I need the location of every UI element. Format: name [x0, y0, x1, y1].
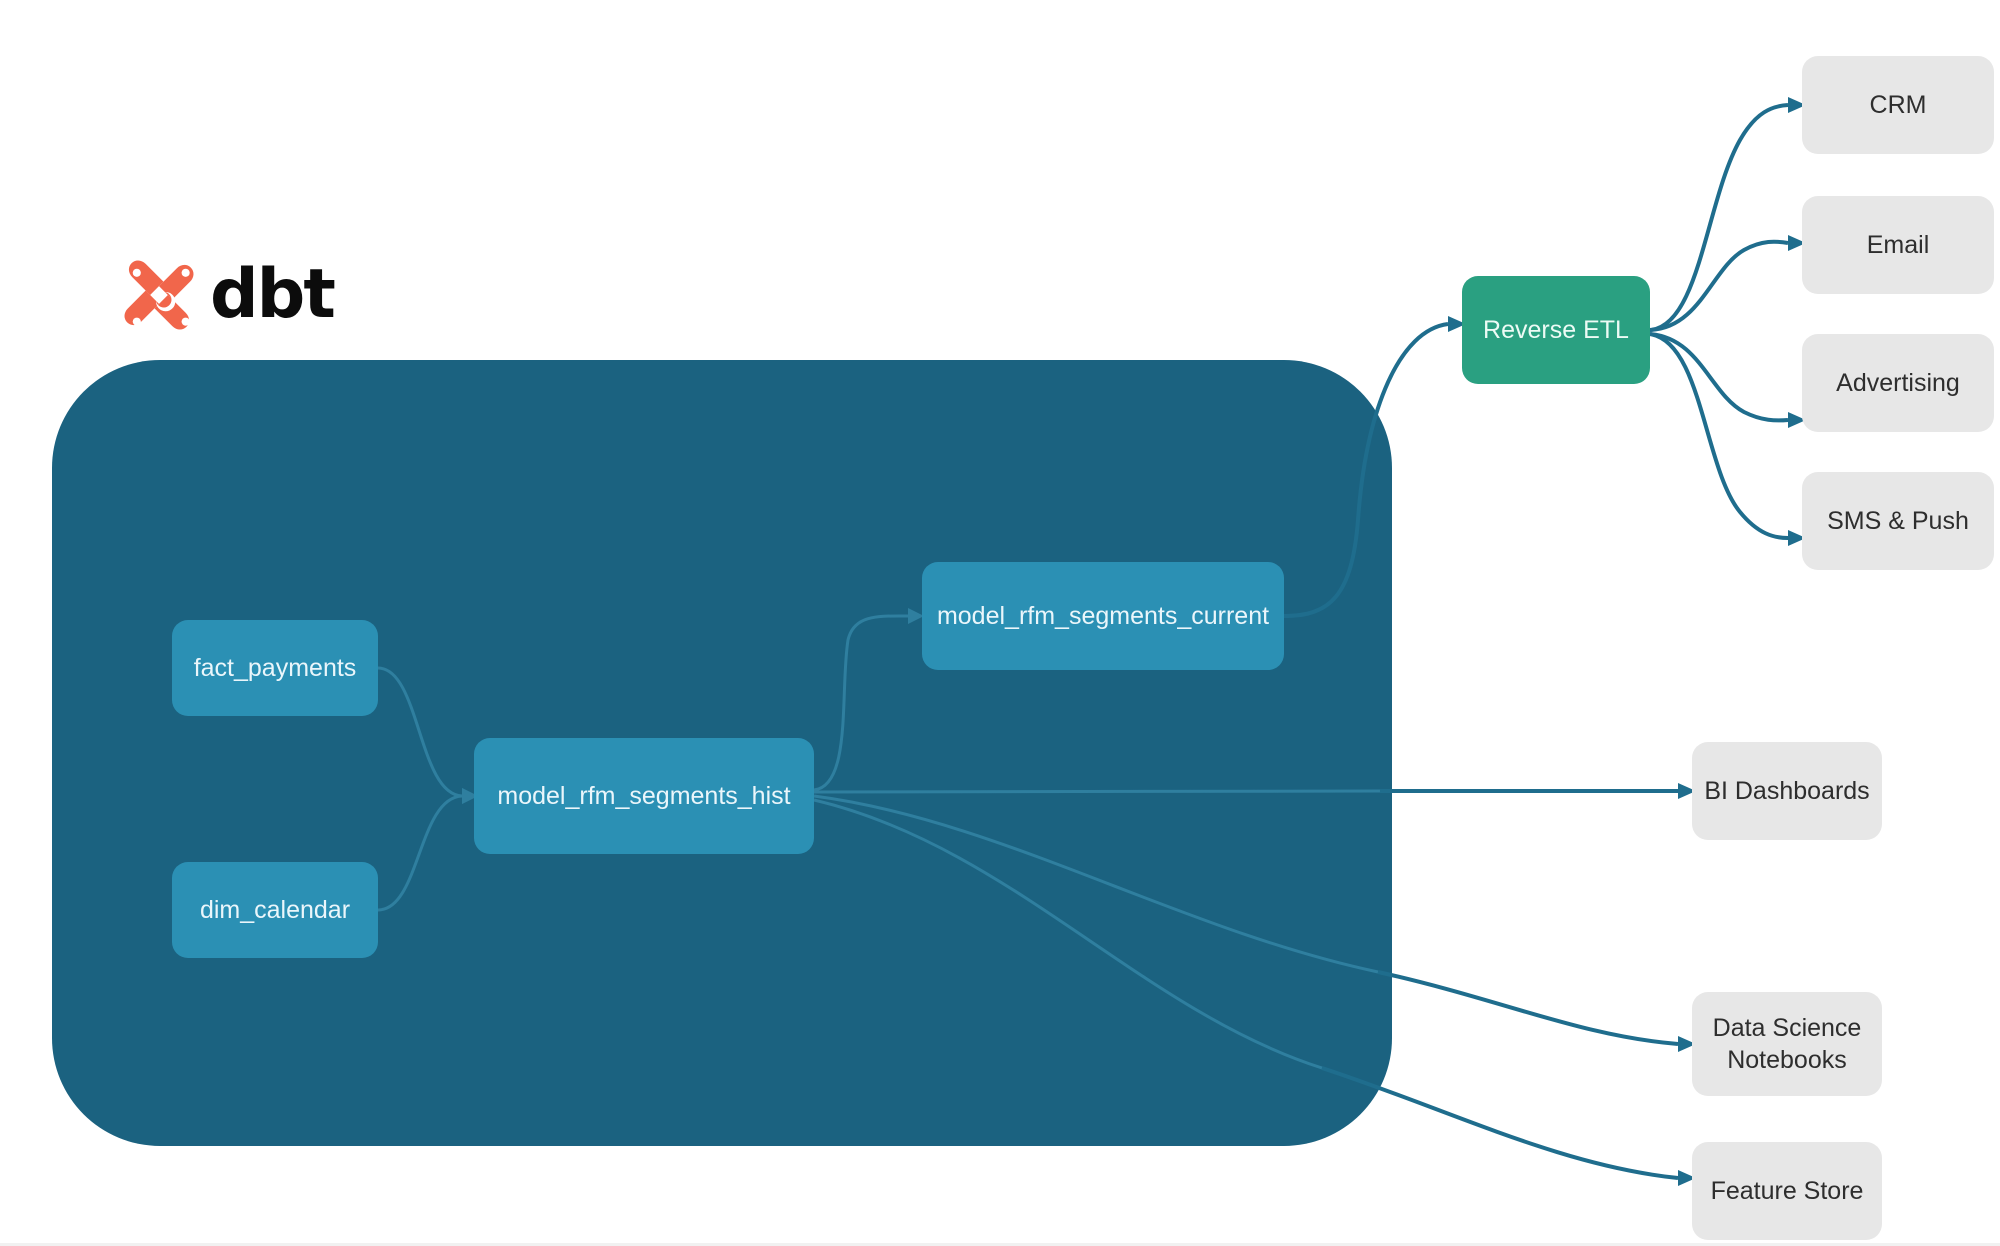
node-label: Feature Store	[1710, 1177, 1864, 1205]
node-crm[interactable]: CRM	[1802, 56, 1994, 154]
edge-reverse-etl-to-advertising	[1649, 332, 1789, 423]
node-label: Advertising	[1836, 369, 1960, 397]
node-label: SMS & Push	[1827, 507, 1969, 535]
node-email[interactable]: Email	[1802, 196, 1994, 294]
node-reverse-etl[interactable]: Reverse ETL	[1462, 276, 1650, 384]
node-label: dim_calendar	[199, 895, 351, 924]
node-sms-push[interactable]: SMS & Push	[1802, 472, 1994, 570]
node-label: CRM	[1869, 91, 1927, 119]
edge-hist-to-data-science-notebooks	[1377, 970, 1679, 1046]
dbt-logo: dbt	[122, 255, 336, 334]
edge-reverse-etl-to-crm	[1649, 103, 1789, 332]
node-model-rfm-segments-hist[interactable]: model_rfm_segments_hist	[474, 738, 814, 854]
dbt-wordmark: dbt	[210, 255, 336, 334]
node-label: fact_payments	[193, 653, 357, 682]
node-model-rfm-segments-current[interactable]: model_rfm_segments_current	[922, 562, 1284, 670]
node-label: BI Dashboards	[1704, 777, 1870, 805]
edge-reverse-etl-to-sms-push	[1649, 332, 1789, 540]
dbt-logo-icon	[124, 260, 194, 330]
footer-divider	[0, 1243, 2000, 1246]
node-advertising[interactable]: Advertising	[1802, 334, 1994, 432]
node-label: model_rfm_segments_current	[936, 601, 1270, 630]
node-bi-dashboards[interactable]: BI Dashboards	[1692, 742, 1882, 840]
node-dim-calendar[interactable]: dim_calendar	[172, 862, 378, 958]
node-label: model_rfm_segments_hist	[497, 781, 791, 810]
node-feature-store[interactable]: Feature Store	[1692, 1142, 1882, 1240]
node-fact-payments[interactable]: fact_payments	[172, 620, 378, 716]
node-label-line-1: Data Science	[1712, 1014, 1862, 1042]
node-label-line-2: Notebooks	[1727, 1046, 1847, 1074]
node-label: Data Science Notebooks	[1713, 1012, 1862, 1076]
node-label: Reverse ETL	[1483, 315, 1629, 344]
node-data-science-notebooks[interactable]: Data Science Notebooks	[1692, 992, 1882, 1096]
edge-reverse-etl-to-email	[1649, 239, 1789, 332]
node-label: Email	[1866, 231, 1930, 259]
